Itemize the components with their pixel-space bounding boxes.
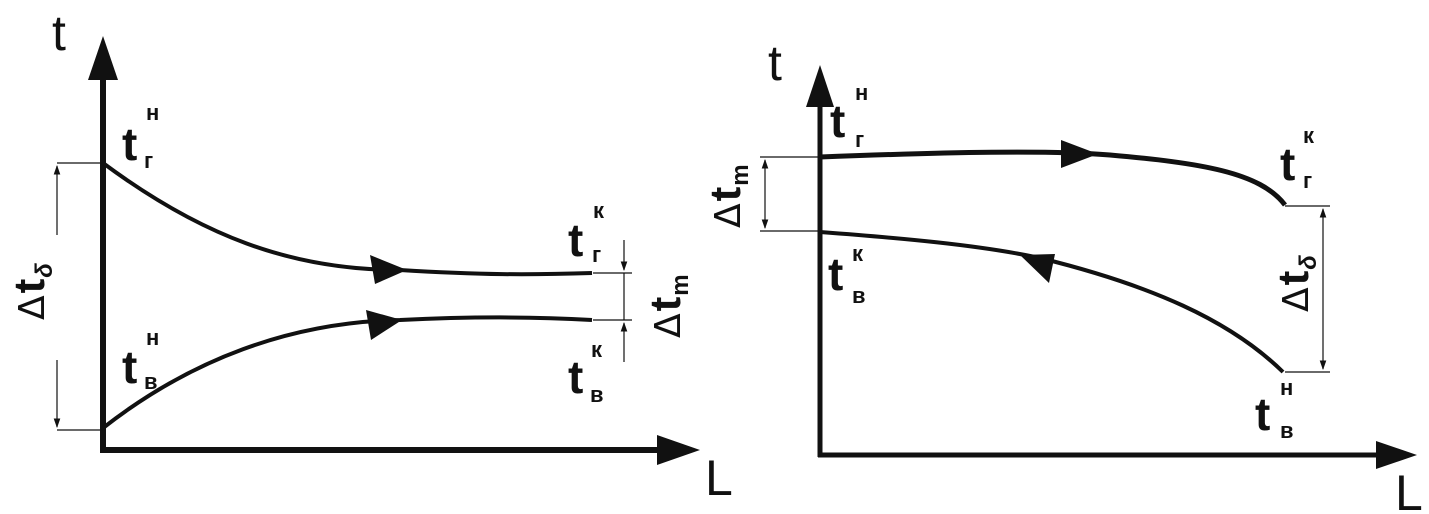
svg-text:н: н xyxy=(855,80,868,105)
right-diagram: t L Δtm Δt xyxy=(701,35,1423,514)
right-delta-small-label: Δtm xyxy=(701,164,754,228)
left-hot-flow-arrow xyxy=(370,255,407,284)
left-y-axis xyxy=(88,36,118,452)
svg-text:t: t xyxy=(830,95,845,147)
svg-text:в: в xyxy=(1280,418,1294,443)
svg-text:к: к xyxy=(593,198,605,223)
left-diagram: t L Δtδ Δtm xyxy=(5,5,733,506)
right-delta-small-dimension xyxy=(760,156,820,232)
svg-text:t: t xyxy=(122,118,137,170)
left-y-axis-label: t xyxy=(52,5,66,61)
left-delta-small-dimension xyxy=(593,240,632,362)
svg-text:г: г xyxy=(592,242,601,267)
left-label-cold-in: t н в xyxy=(122,325,159,394)
svg-text:Δtδ: Δtδ xyxy=(5,263,58,320)
svg-text:t: t xyxy=(1280,138,1295,190)
right-delta-big-dimension xyxy=(1285,205,1330,373)
right-label-hot-out: t к г xyxy=(1280,123,1315,193)
right-cold-flow-arrow xyxy=(1020,254,1055,283)
right-x-axis-label: L xyxy=(1395,465,1423,514)
svg-text:t: t xyxy=(828,248,843,300)
svg-text:t: t xyxy=(122,341,137,393)
svg-text:Δtm: Δtm xyxy=(641,274,694,338)
right-hot-flow-arrow xyxy=(1061,140,1098,168)
right-label-hot-in: t н г xyxy=(830,80,868,152)
right-label-cold-out: t к в xyxy=(828,241,866,308)
left-label-hot-in: t н г xyxy=(122,100,159,173)
svg-text:к: к xyxy=(852,241,864,266)
svg-text:t: t xyxy=(568,351,583,403)
left-x-axis-label: L xyxy=(705,450,733,506)
svg-text:t: t xyxy=(1255,388,1270,440)
left-label-cold-out: t к в xyxy=(568,337,604,407)
svg-text:t: t xyxy=(568,214,583,266)
left-cold-fluid-curve xyxy=(101,315,593,430)
left-delta-big-dimension xyxy=(53,162,103,431)
svg-text:в: в xyxy=(144,369,158,394)
svg-text:к: к xyxy=(591,337,603,362)
svg-text:н: н xyxy=(146,100,159,125)
left-label-hot-out: t к г xyxy=(568,198,605,267)
right-x-axis xyxy=(818,441,1417,469)
right-label-cold-in: t н в xyxy=(1255,375,1294,443)
svg-text:Δtm: Δtm xyxy=(701,164,754,228)
svg-text:в: в xyxy=(852,283,866,308)
right-y-axis-label: t xyxy=(768,35,782,91)
svg-text:г: г xyxy=(144,148,153,173)
right-y-axis xyxy=(806,65,834,457)
svg-text:к: к xyxy=(1303,123,1315,148)
left-cold-flow-arrow xyxy=(366,310,402,340)
right-delta-big-label: Δtδ xyxy=(1269,255,1322,312)
right-hot-fluid-curve xyxy=(819,149,1287,207)
left-delta-big-label: Δtδ xyxy=(5,263,58,320)
left-hot-fluid-curve xyxy=(101,161,593,277)
right-cold-fluid-curve xyxy=(819,230,1285,374)
svg-text:в: в xyxy=(590,382,604,407)
svg-text:г: г xyxy=(1303,168,1312,193)
left-delta-small-label: Δtm xyxy=(641,274,694,338)
svg-text:г: г xyxy=(855,127,864,152)
svg-text:Δtδ: Δtδ xyxy=(1269,255,1322,312)
svg-text:н: н xyxy=(1280,375,1293,400)
left-x-axis xyxy=(100,435,700,465)
svg-text:н: н xyxy=(146,325,159,350)
